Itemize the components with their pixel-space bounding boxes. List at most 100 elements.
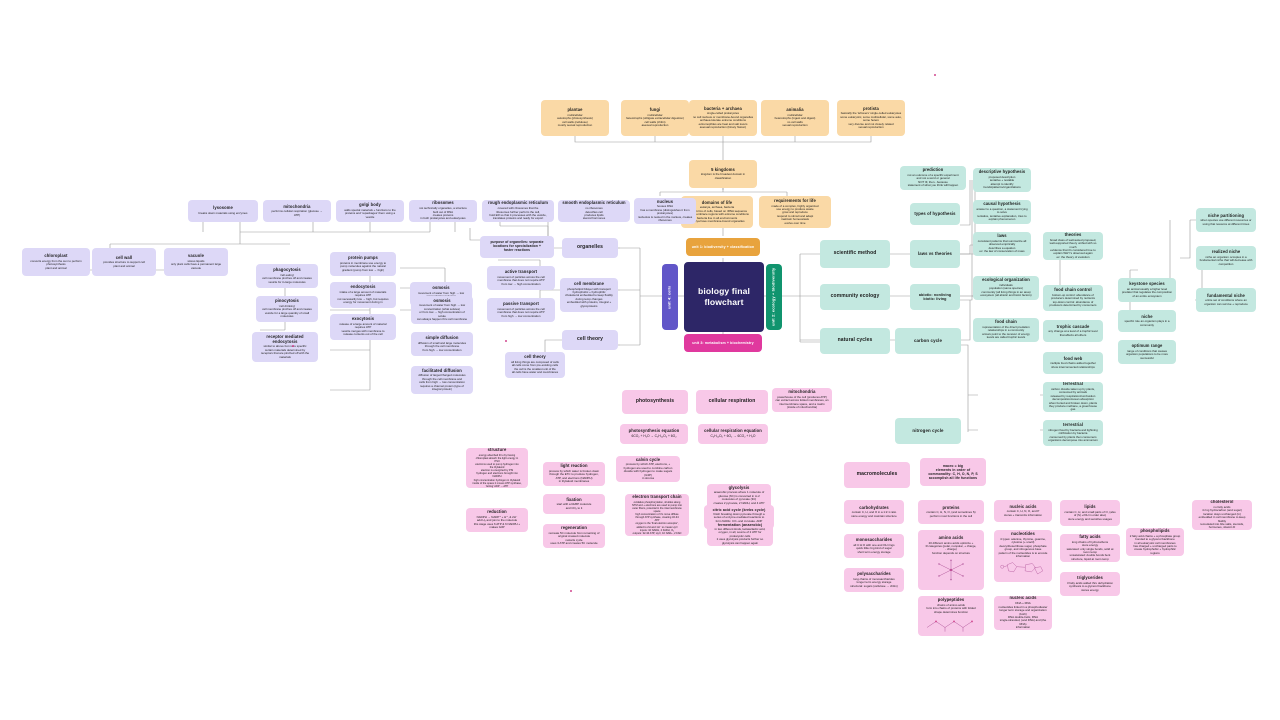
node-osmosis-left[interactable]: osmosis movement of water from high → lo… xyxy=(411,296,473,324)
node-causal-hypothesis[interactable]: causal hypothesis answer to a question, … xyxy=(973,200,1031,224)
node-proteins[interactable]: proteins contain C, H, N, O, (and someti… xyxy=(918,500,984,524)
node-nitrogen-cycle[interactable]: nitrogen cycle xyxy=(895,418,961,444)
node-nucleic-acids-2[interactable]: nucleic acids DNA + RNA nucleotides link… xyxy=(994,596,1052,630)
node-fixation[interactable]: fixation start with a RuBP molecule and … xyxy=(543,494,605,514)
node-macromolecules[interactable]: macromolecules xyxy=(844,462,910,488)
node-organelles[interactable]: organelles xyxy=(562,238,618,258)
node-fermentation[interactable]: fermentation (anaerobic) in two differen… xyxy=(707,522,773,546)
node-polysaccharides[interactable]: polysaccharides long chains of monosacch… xyxy=(844,568,904,592)
node-realized-niche[interactable]: realized niche niche an organism occupie… xyxy=(1196,246,1256,270)
node-rough-er[interactable]: rough endoplasmic reticulum covered with… xyxy=(482,200,554,222)
node-nucleus[interactable]: nucleus houses DNA has a membrane (disti… xyxy=(634,198,696,224)
node-community-ecology[interactable]: community ecology xyxy=(820,284,890,310)
node-cellular-respiration[interactable]: cellular respiration xyxy=(696,390,768,414)
node-passive-transport[interactable]: passive transport movement of particles … xyxy=(487,298,555,322)
node-ecological-organization[interactable]: ecological organization individuals popu… xyxy=(973,276,1039,300)
node-descriptive-hypothesis[interactable]: descriptive hypothesis proposed descript… xyxy=(973,168,1031,192)
node-laws[interactable]: laws consistent patterns that summarize … xyxy=(973,232,1031,256)
node-natural-cycles[interactable]: natural cycles xyxy=(820,328,890,354)
node-organelles-purpose[interactable]: purpose of organelles: separate location… xyxy=(480,236,554,258)
node-niche-partitioning[interactable]: niche partitioning when species use diff… xyxy=(1196,208,1256,232)
node-lysosome[interactable]: lysosome breaks down materials using enz… xyxy=(188,200,258,222)
node-prediction[interactable]: prediction not an outcome of a specific … xyxy=(900,166,966,190)
requirements-for-life[interactable]: requirements for life made of a complex,… xyxy=(759,196,831,228)
node-triglycerides[interactable]: triglycerides 3 fatty acids added thru d… xyxy=(1060,572,1120,596)
node-calvin-cycle[interactable]: calvin cycle process by which ATP, elect… xyxy=(616,456,680,482)
node-phospholipids[interactable]: phospholipids 2 fatty acid chains + a ph… xyxy=(1126,528,1184,556)
kingdom-protista[interactable]: protista basically the 'leftovers' singl… xyxy=(837,100,905,136)
node-niche[interactable]: niche specific role an organism plays in… xyxy=(1118,310,1176,332)
kingdom-plantae[interactable]: plantae multicellular autotrophs (photos… xyxy=(541,100,609,136)
node-cell-membrane[interactable]: cell membrane phospholipid bilayer with … xyxy=(560,278,618,312)
kingdom-bacteria-archaea[interactable]: bacteria + archaea single-celled prokary… xyxy=(689,100,757,136)
node-structure[interactable]: structure energy absorbed thru by having… xyxy=(466,448,528,488)
node-endocytosis[interactable]: endocytosis intake of a large amount of … xyxy=(330,282,396,308)
node-title: phospholipids xyxy=(1140,528,1170,533)
node-title: osmosis xyxy=(432,284,450,290)
node-terrestrial-carbon[interactable]: terrestrial carbon dioxide taken up by p… xyxy=(1043,382,1103,412)
node-respiration-equation[interactable]: cellular respiration equation C₆H₁₂O₆ + … xyxy=(698,424,768,444)
unit-2-tab[interactable]: unit 2: ecology + biodiversity xyxy=(766,264,782,330)
kingdom-animalia[interactable]: animalia multicellular heterotrophs (ing… xyxy=(761,100,829,136)
node-receptor-mediated-endocytosis[interactable]: receptor mediated endocytosis similar to… xyxy=(252,332,318,362)
node-fatty-acids[interactable]: fatty acids long chains of hydrocarbons … xyxy=(1060,534,1120,562)
kingdom-fungi[interactable]: fungi multicellular heterotrophs (obliga… xyxy=(621,100,689,136)
node-fundamental-niche[interactable]: fundamental niche entire set of conditio… xyxy=(1196,288,1256,312)
node-simple-diffusion[interactable]: simple diffusion diffusion of small and … xyxy=(411,332,473,356)
node-cell-theory-detail[interactable]: cell theory all living things are compos… xyxy=(505,352,565,378)
stray-marker-1 xyxy=(934,74,936,76)
node-ribosomes[interactable]: ribosomes not technically organelles, a … xyxy=(409,200,477,222)
node-phagocytosis[interactable]: phagocytosis 'cell eating' cell membrane… xyxy=(256,264,318,288)
node-title: triglycerides xyxy=(1077,574,1103,580)
node-monosaccharides[interactable]: monosaccharides all C:H:O with one and O… xyxy=(844,534,904,558)
node-smooth-er[interactable]: smooth endoplasmic reticulum no ribosome… xyxy=(558,200,630,222)
node-nucleic-acids[interactable]: nucleic acids contain C, H, N, O, and P … xyxy=(994,500,1052,522)
node-nucleotides[interactable]: nucleotides 4 types: adenine, thymine, g… xyxy=(994,530,1052,582)
node-electron-transport-chain[interactable]: electron transport chain oxidative phosp… xyxy=(625,494,689,536)
node-cell-theory[interactable]: cell theory xyxy=(562,330,618,350)
node-regeneration[interactable]: regeneration recreate 5C molecule from r… xyxy=(543,524,605,548)
node-carbon-cycle[interactable]: carbon cycle xyxy=(895,328,961,354)
node-cholesterol[interactable]: cholesterol no fatty acids 4 ring hydroc… xyxy=(1192,500,1252,530)
node-facilitated-diffusion[interactable]: facilitated diffusion diffusion of large… xyxy=(411,366,473,394)
unit-1-tab[interactable]: unit 1: biodiversity + classification xyxy=(686,238,760,256)
node-laws-vs-theories[interactable]: laws vs theories xyxy=(910,240,960,268)
node-keystone-species[interactable]: keystone species an animal usually a hig… xyxy=(1118,278,1176,302)
node-title: laws vs theories xyxy=(918,250,952,256)
node-types-of-hypothesis[interactable]: types of hypothesis xyxy=(910,203,960,225)
node-photosynthesis[interactable]: photosynthesis xyxy=(622,390,688,414)
node-food-chain[interactable]: food chain representation of the direct … xyxy=(973,318,1039,342)
node-light-reaction[interactable]: light reaction process by which water is… xyxy=(543,462,605,486)
node-amino-acids[interactable]: amino acids 20 different amino acids opt… xyxy=(918,530,984,590)
node-optimum-range[interactable]: optimum range range of conditions that c… xyxy=(1118,340,1176,364)
node-food-chain-control[interactable]: food chain control bottom-up control: ab… xyxy=(1043,285,1103,311)
node-food-web[interactable]: food web multiple food chains added toge… xyxy=(1043,352,1103,374)
node-polypeptides[interactable]: polypeptides chains of amino acids form … xyxy=(918,596,984,636)
node-scientific-method[interactable]: scientific method xyxy=(820,240,890,268)
node-golgi-body[interactable]: golgi body adds special materials + func… xyxy=(336,200,404,222)
node-cell-wall[interactable]: cell wall provides structure to support … xyxy=(92,248,156,276)
node-mitochondria-biochem[interactable]: mitochondria powerhouse of the cell (pro… xyxy=(772,388,832,412)
node-macromolecules-note[interactable]: macro = big elements in order of commona… xyxy=(920,458,986,486)
amino-acid-structure-diagram xyxy=(938,559,964,581)
node-title: cellular respiration xyxy=(708,398,756,405)
five-kingdoms[interactable]: 5 kingdoms kingdom is the broadest domai… xyxy=(689,160,757,188)
node-chloroplast[interactable]: chloroplast converts energy from the sun… xyxy=(22,248,90,276)
node-lipids[interactable]: lipids contain C, H, and small parts of … xyxy=(1060,500,1120,526)
unit-4-tab[interactable]: unit 4: cells xyxy=(662,264,678,330)
node-photosynthesis-equation[interactable]: photosynthesis equation 6CO₂ + H₂O → C₆H… xyxy=(620,424,688,444)
node-vacuole-left[interactable]: vacuole stores liquids only plant cells … xyxy=(164,248,228,276)
node-exocytosis[interactable]: exocytosis release of a large amount of … xyxy=(330,314,396,340)
node-pinocytosis[interactable]: pinocytosis 'cell drinking' cell membran… xyxy=(256,296,318,322)
node-protein-pumps[interactable]: protein pumps proteins in membrane use e… xyxy=(330,252,396,276)
node-theories[interactable]: theories broad class of well-tested prop… xyxy=(1043,232,1103,260)
node-terrestrial-nitrogen[interactable]: terrestrial nitrogen fixed by bacteria a… xyxy=(1043,420,1103,446)
node-active-transport[interactable]: active transport movement of particles a… xyxy=(487,266,555,290)
node-mitochondria-cells[interactable]: mitochondria performs cellular respirati… xyxy=(263,200,331,222)
unit-3-tab[interactable]: unit 3: metabolism + biochemistry xyxy=(684,334,762,352)
node-title: descriptive hypothesis xyxy=(978,169,1026,175)
node-abiotic-biotic[interactable]: abiotic: nonliving biotic: living xyxy=(910,284,960,310)
node-reduction[interactable]: reduction NADPH → NADP⁺ + H⁺, & 2H⁻ add … xyxy=(466,508,528,532)
node-carbohydrates[interactable]: carbohydrates contain C, H, and O in a 1… xyxy=(844,500,904,524)
node-trophic-cascade[interactable]: trophic cascade any change at a level of… xyxy=(1043,320,1103,342)
